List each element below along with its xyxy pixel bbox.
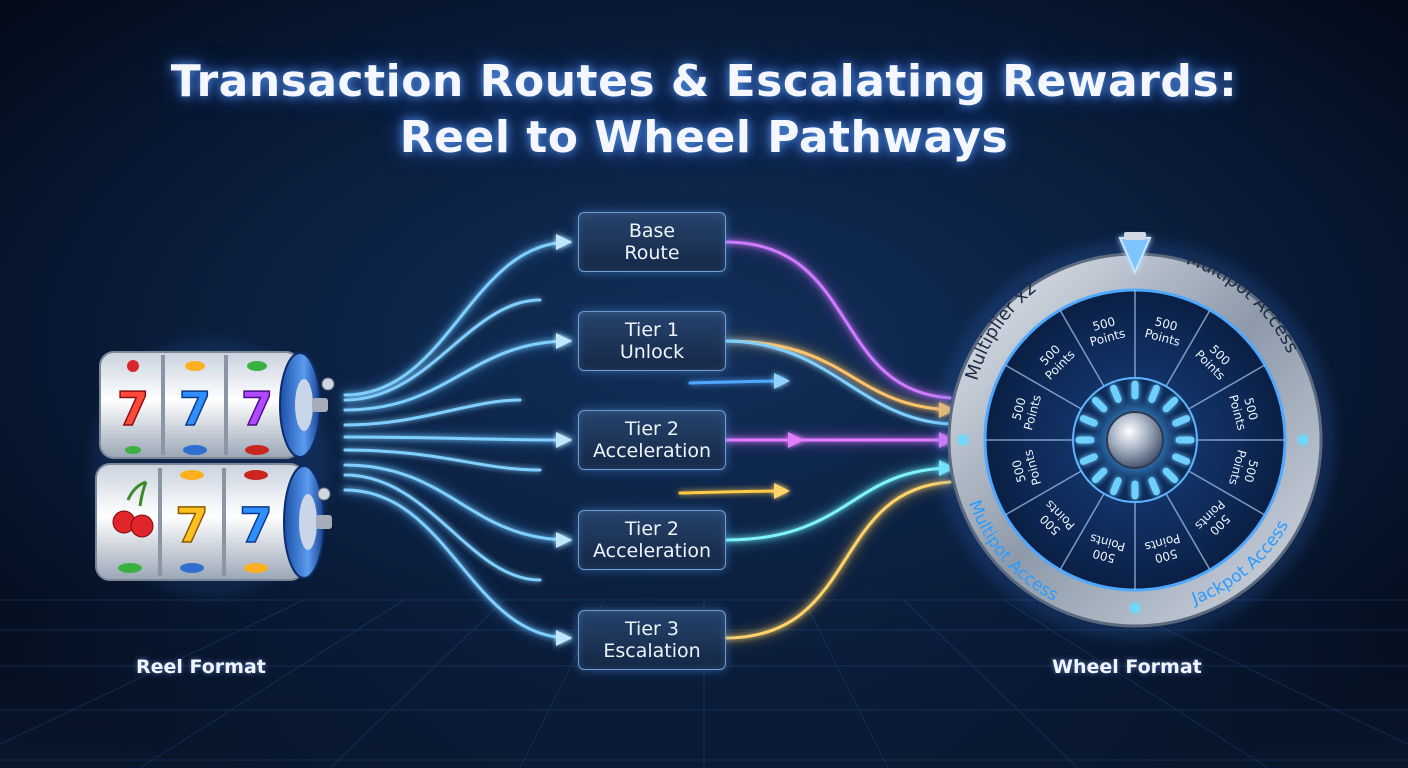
banana-icon xyxy=(180,470,204,480)
reel-format-label: Reel Format xyxy=(136,656,266,678)
reel-row-bottom: 7 7 xyxy=(95,463,332,581)
reel-symbol-seven: 7 xyxy=(179,382,211,436)
route-title: Tier 2 xyxy=(625,418,679,440)
cherry-icon xyxy=(112,480,154,538)
glow-ray xyxy=(1079,453,1098,465)
wheel-spoke xyxy=(1165,309,1211,387)
banana-icon xyxy=(185,361,205,371)
cherry-icon xyxy=(127,360,139,372)
flow-line-tier2b xyxy=(343,463,572,542)
wheel-pointer-icon xyxy=(1118,232,1152,275)
glow-ray xyxy=(1091,467,1108,484)
flow-line-tier1 xyxy=(343,339,572,412)
gem-icon xyxy=(183,445,207,455)
slot-reel-machine: 7 7 7 7 7 xyxy=(90,338,335,598)
route-subtitle: Route xyxy=(624,242,680,264)
route-box-tier2-b: Tier 2 Acceleration xyxy=(578,510,726,570)
glow-ray xyxy=(1162,396,1179,413)
route-title: Tier 1 xyxy=(625,319,679,341)
page-subtitle: Reel to Wheel Pathways xyxy=(399,112,1009,163)
arrow-head-icon xyxy=(556,432,572,448)
wheel-spoke xyxy=(1188,470,1266,516)
page-title: Transaction Routes & Escalating Rewards: xyxy=(170,56,1238,107)
arrow-head-icon xyxy=(774,373,790,389)
leaf-icon xyxy=(125,446,141,454)
rim-light-icon xyxy=(1130,603,1140,613)
reel-symbol-seven: 7 xyxy=(239,498,272,554)
cherry-icon xyxy=(244,470,268,480)
flow-line-base xyxy=(343,240,572,397)
wheel-spoke xyxy=(1004,364,1082,410)
glow-ray xyxy=(1172,453,1191,465)
wheel-spoke xyxy=(1059,309,1105,387)
wheel-spokes xyxy=(985,290,1285,590)
leaf-icon xyxy=(247,361,267,371)
arrow-head-icon xyxy=(556,333,572,349)
route-box-tier1: Tier 1 Unlock xyxy=(578,311,726,371)
arrow-head-icon xyxy=(556,234,572,250)
glow-ray xyxy=(1162,467,1179,484)
route-subtitle: Escalation xyxy=(603,640,701,662)
route-box-tier3: Tier 3 Escalation xyxy=(578,610,726,670)
flow-line-tier3-out xyxy=(723,480,952,640)
reel-row-top: 7 7 7 xyxy=(99,351,335,459)
wheel-spoke xyxy=(1059,493,1105,571)
prize-wheel: 500Points500Points500Points500Points500P… xyxy=(935,232,1335,640)
arrow-head-icon xyxy=(556,630,572,646)
route-title: Base xyxy=(628,220,676,242)
reel-symbol-seven: 7 xyxy=(117,382,149,436)
gem-icon xyxy=(180,563,204,573)
glow-ray xyxy=(1110,477,1122,496)
glow-ray xyxy=(1110,384,1122,403)
route-title: Tier 3 xyxy=(625,618,679,640)
route-subtitle: Acceleration xyxy=(592,540,712,562)
reel-symbol-seven: 7 xyxy=(241,382,273,436)
wheel-spoke xyxy=(1188,364,1266,410)
glow-ray xyxy=(1091,396,1108,413)
flow-line-tier3 xyxy=(343,488,572,640)
cherry-icon xyxy=(245,445,269,455)
route-box-tier2-a: Tier 2 Acceleration xyxy=(578,410,726,470)
flow-lines-left xyxy=(340,234,575,646)
wheel-spoke xyxy=(1165,493,1211,571)
rim-light-icon xyxy=(958,435,968,445)
flow-lines-right xyxy=(678,237,955,643)
wheel-spoke xyxy=(1004,470,1082,516)
glow-ray xyxy=(1148,384,1160,403)
wheel-format-label: Wheel Format xyxy=(1052,656,1202,678)
route-subtitle: Acceleration xyxy=(592,440,712,462)
route-box-base: Base Route xyxy=(578,212,726,272)
glow-ray xyxy=(1172,415,1191,427)
glow-ray xyxy=(1148,477,1160,496)
flow-line-tier1-out xyxy=(723,339,952,412)
reel-symbol-seven: 7 xyxy=(175,498,208,554)
wheel-glow-rays xyxy=(1075,380,1195,500)
wheel-hub xyxy=(1106,411,1164,469)
flow-line-base-out xyxy=(723,240,952,400)
route-subtitle: Unlock xyxy=(619,341,685,363)
banana-icon xyxy=(244,563,268,573)
glow-ray xyxy=(1079,415,1098,427)
route-title: Tier 2 xyxy=(625,518,679,540)
leaf-icon xyxy=(118,563,142,573)
arrow-head-icon xyxy=(556,532,572,548)
flow-line-tier2a xyxy=(343,435,572,442)
rim-light-icon xyxy=(1298,435,1308,445)
flow-line-tier2b-out xyxy=(723,466,952,542)
arrow-head-icon xyxy=(788,432,804,448)
arrow-head-icon xyxy=(774,483,790,499)
